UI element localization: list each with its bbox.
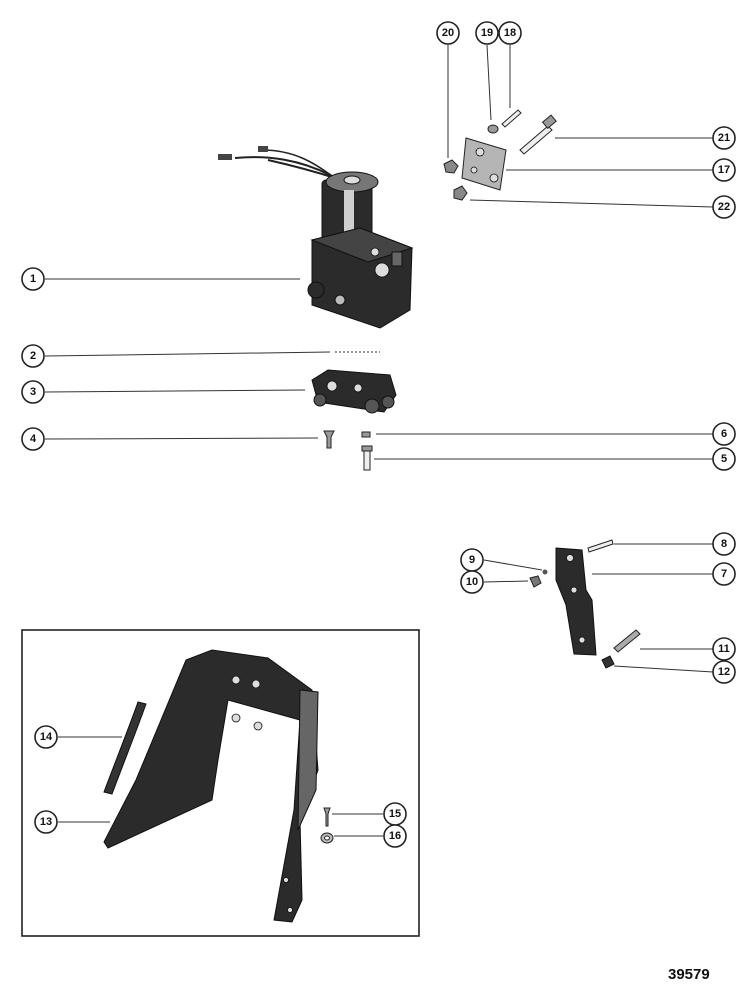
svg-text:16: 16 <box>389 830 401 842</box>
motor-cap-center <box>343 175 361 185</box>
nut-part-20 <box>443 159 459 174</box>
svg-text:4: 4 <box>30 433 37 445</box>
nut-part-16 <box>320 832 334 844</box>
callout-6: 6 <box>712 422 736 446</box>
pump-motor-assembly <box>218 146 414 329</box>
svg-text:3: 3 <box>30 386 36 398</box>
washer-part-9 <box>542 569 548 575</box>
svg-text:12: 12 <box>718 666 730 678</box>
motor-wire <box>267 159 336 179</box>
bolt-part-8 <box>587 539 614 553</box>
housing-foot <box>307 281 325 299</box>
svg-text:18: 18 <box>504 27 516 39</box>
bolt-part-5 <box>361 445 373 471</box>
housing-foot <box>334 294 346 306</box>
svg-text:17: 17 <box>718 164 730 176</box>
bracket-hole <box>231 675 241 685</box>
trim-strip-part-14 <box>103 701 147 795</box>
valve-body <box>311 369 397 414</box>
svg-text:5: 5 <box>721 453 727 465</box>
screw-part-15 <box>323 807 331 827</box>
callout-19: 19 <box>475 21 499 45</box>
callout-18: 18 <box>498 21 522 45</box>
washer-part-6 <box>361 431 371 438</box>
callout-10: 10 <box>460 570 484 594</box>
svg-text:6: 6 <box>721 428 727 440</box>
callout-14: 14 <box>34 725 58 749</box>
svg-text:8: 8 <box>721 538 727 550</box>
bracket-part-7 <box>555 547 597 656</box>
svg-text:19: 19 <box>481 27 493 39</box>
screw-part-4 <box>323 430 335 449</box>
svg-text:14: 14 <box>40 731 53 743</box>
housing-port <box>370 247 380 257</box>
motor-wire <box>234 156 331 176</box>
callout-2: 2 <box>21 344 45 368</box>
bracket-hole <box>253 721 263 731</box>
bracket-hole <box>251 679 261 689</box>
svg-text:21: 21 <box>718 132 730 144</box>
mounting-bracket-part-13 <box>103 649 319 923</box>
mounting-plate <box>461 137 507 191</box>
callout-9: 9 <box>460 548 484 572</box>
callout-22: 22 <box>712 195 736 219</box>
bolt-part-21 <box>519 114 557 155</box>
callout-16: 16 <box>383 824 407 848</box>
svg-text:11: 11 <box>718 643 730 655</box>
washer-part-19 <box>487 124 499 134</box>
pump-housing-top <box>310 227 414 263</box>
callout-5: 5 <box>712 447 736 471</box>
svg-text:2: 2 <box>30 350 36 362</box>
callout-13: 13 <box>34 810 58 834</box>
housing-fitting <box>391 251 403 267</box>
callout-4: 4 <box>21 427 45 451</box>
callout-12: 12 <box>712 660 736 684</box>
bracket-hole <box>287 907 293 913</box>
leader-lines <box>44 44 714 837</box>
svg-text:1: 1 <box>30 273 36 285</box>
svg-text:7: 7 <box>721 568 727 580</box>
bracket-hole <box>231 713 241 723</box>
callout-8: 8 <box>712 532 736 556</box>
svg-text:10: 10 <box>466 576 478 588</box>
nut-part-22 <box>453 185 468 201</box>
callout-21: 21 <box>712 126 736 150</box>
callout-7: 7 <box>712 562 736 586</box>
nut-part-12 <box>601 655 615 669</box>
screw-part-18 <box>501 109 522 128</box>
nut-part-10 <box>529 575 542 588</box>
callout-11: 11 <box>712 637 736 661</box>
motor-highlight <box>344 190 354 250</box>
svg-text:20: 20 <box>442 27 454 39</box>
bracket-hole <box>283 877 289 883</box>
svg-text:13: 13 <box>40 816 52 828</box>
callout-1: 1 <box>21 267 45 291</box>
callout-20: 20 <box>436 21 460 45</box>
svg-text:9: 9 <box>469 554 475 566</box>
screw-part-11 <box>613 629 641 653</box>
housing-port <box>374 262 390 278</box>
wire-terminal <box>218 154 232 160</box>
wire-terminal <box>258 146 268 152</box>
callout-15: 15 <box>383 802 407 826</box>
callout-3: 3 <box>21 380 45 404</box>
figure-number: 39579 <box>668 966 710 983</box>
svg-text:22: 22 <box>718 201 730 213</box>
svg-text:15: 15 <box>389 808 401 820</box>
inset-frame <box>21 629 420 937</box>
callout-17: 17 <box>712 158 736 182</box>
